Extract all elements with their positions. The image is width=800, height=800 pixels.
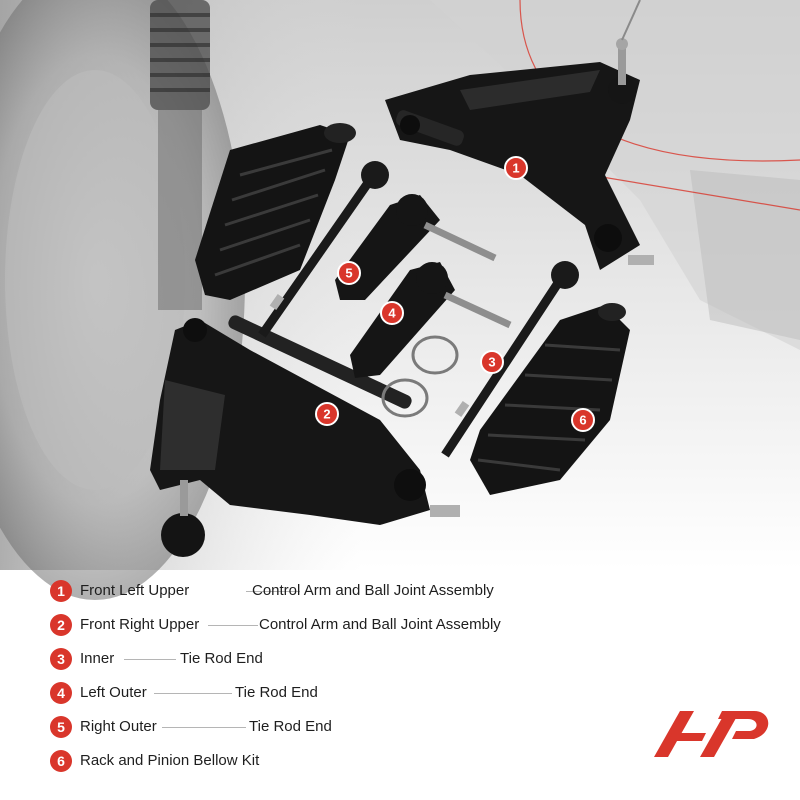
legend-number: 6 bbox=[50, 750, 72, 772]
outer-tie-rod-right bbox=[335, 194, 497, 300]
leader-line bbox=[154, 693, 232, 694]
legend-description: Control Arm and Ball Joint Assembly bbox=[259, 616, 501, 633]
callout-4: 4 bbox=[380, 301, 404, 325]
svg-text:4: 4 bbox=[388, 306, 396, 321]
legend-item: 4 Left Outer Tie Rod End bbox=[50, 680, 610, 714]
legend-label: Front Left Upper bbox=[80, 582, 190, 599]
legend-item: 6 Rack and Pinion Bellow Kit bbox=[50, 748, 610, 782]
legend-item: 5 Right Outer Tie Rod End bbox=[50, 714, 610, 748]
leader-line bbox=[246, 591, 300, 592]
svg-text:3: 3 bbox=[488, 355, 495, 370]
legend-number: 3 bbox=[50, 648, 72, 670]
legend-item: 2 Front Right Upper Control Arm and Ball… bbox=[50, 612, 610, 646]
leader-line bbox=[124, 659, 176, 660]
legend-number: 5 bbox=[50, 716, 72, 738]
brand-logo bbox=[654, 711, 769, 757]
legend-description: Tie Rod End bbox=[180, 650, 263, 667]
legend-description: Control Arm and Ball Joint Assembly bbox=[252, 582, 494, 599]
legend-label: Left Outer bbox=[80, 684, 147, 701]
svg-text:2: 2 bbox=[323, 407, 330, 422]
callout-2: 2 bbox=[315, 402, 339, 426]
legend-number: 4 bbox=[50, 682, 72, 704]
leader-line bbox=[162, 727, 246, 728]
legend-label: Rack and Pinion Bellow Kit bbox=[80, 752, 260, 769]
callout-1: 1 bbox=[504, 156, 528, 180]
callout-6: 6 bbox=[571, 408, 595, 432]
callout-5: 5 bbox=[337, 261, 361, 285]
inner-tie-rod-left bbox=[258, 161, 389, 338]
lower-control-arm bbox=[150, 315, 460, 557]
legend-label: Inner bbox=[80, 650, 115, 667]
svg-text:6: 6 bbox=[579, 413, 586, 428]
legend-item: 3 Inner Tie Rod End bbox=[50, 646, 610, 680]
legend-number: 1 bbox=[50, 580, 72, 602]
legend-description: Tie Rod End bbox=[249, 718, 332, 735]
legend-label: Right Outer bbox=[80, 718, 157, 735]
svg-text:5: 5 bbox=[345, 266, 352, 281]
legend-label: Front Right Upper bbox=[80, 616, 200, 633]
bellow-left bbox=[195, 123, 356, 300]
outer-tie-rod-left bbox=[350, 262, 512, 378]
legend-description: Tie Rod End bbox=[235, 684, 318, 701]
legend-number: 2 bbox=[50, 614, 72, 636]
parts-legend: 1 Front Left Upper Control Arm and Ball … bbox=[50, 578, 610, 782]
callout-3: 3 bbox=[480, 350, 504, 374]
svg-text:1: 1 bbox=[512, 161, 519, 176]
legend-item: 1 Front Left Upper Control Arm and Ball … bbox=[50, 578, 610, 612]
washers bbox=[381, 335, 459, 418]
leader-line bbox=[208, 625, 258, 626]
bellow-right bbox=[470, 303, 630, 495]
